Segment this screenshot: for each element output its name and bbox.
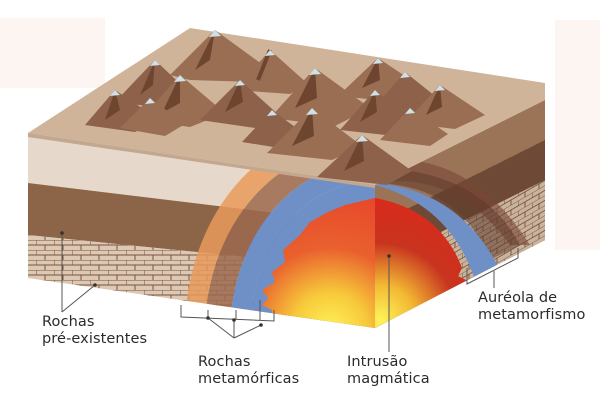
mountain bbox=[380, 108, 448, 146]
label-metamorphic-aureole: Auréola de metamorfismo bbox=[478, 290, 585, 324]
label-line: magmática bbox=[347, 371, 430, 387]
background-tint bbox=[555, 20, 600, 250]
label-line: Intrusão bbox=[347, 354, 408, 370]
mountain bbox=[200, 80, 280, 128]
label-metamorphic-rocks: Rochas metamórficas bbox=[198, 354, 299, 388]
label-pre-existing-rocks: Rochas pré-existentes bbox=[42, 314, 147, 348]
mountains bbox=[85, 30, 485, 185]
label-line: Rochas bbox=[42, 314, 95, 330]
label-magmatic-intrusion: Intrusão magmática bbox=[347, 354, 430, 388]
mountain bbox=[120, 98, 185, 136]
label-line: metamórficas bbox=[198, 371, 300, 387]
mountain bbox=[270, 68, 370, 126]
mountain bbox=[317, 135, 412, 185]
label-line: metamorfismo bbox=[478, 307, 586, 323]
label-line: pré-existentes bbox=[42, 331, 148, 347]
mountain bbox=[235, 49, 308, 94]
mountain bbox=[170, 30, 270, 82]
background-tint bbox=[0, 18, 105, 88]
label-line: Rochas bbox=[198, 354, 251, 370]
label-line: Auréola de bbox=[478, 290, 558, 306]
mountain bbox=[405, 85, 485, 129]
magma-front bbox=[262, 198, 375, 328]
leader-lines bbox=[60, 231, 519, 352]
mountain bbox=[267, 108, 362, 160]
